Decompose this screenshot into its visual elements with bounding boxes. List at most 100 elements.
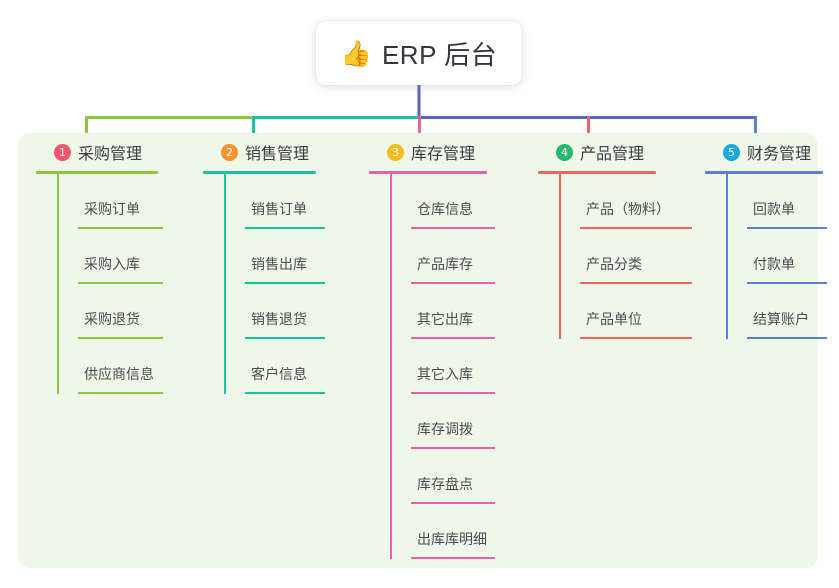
column-header-1[interactable]: 1 采购管理 [34, 133, 158, 171]
leaf-item[interactable]: 客户信息 [245, 339, 325, 394]
thumbs-up-icon: 👍 [340, 38, 372, 68]
leaf-spine [726, 174, 728, 339]
leaf-underline [747, 282, 827, 284]
column-underline [369, 171, 487, 174]
leaf-label: 销售退货 [251, 311, 307, 327]
leaf-label: 其它出库 [417, 311, 473, 327]
leaf-item[interactable]: 供应商信息 [78, 339, 163, 394]
column-header-2[interactable]: 2 销售管理 [201, 133, 316, 171]
column-badge-2: 2 [221, 143, 238, 161]
leaf-label: 付款单 [753, 256, 795, 272]
column-2: 2 销售管理销售订单销售出库销售退货客户信息 [201, 133, 325, 394]
leaf-underline [411, 557, 495, 559]
leaf-list: 产品（物料） 产品分类产品单位 [559, 174, 692, 339]
leaf-label: 客户信息 [251, 366, 307, 382]
leaf-underline [580, 282, 692, 284]
leaf-underline [411, 502, 495, 504]
column-underline [36, 171, 158, 174]
column-underline [203, 171, 316, 174]
leaf-label: 库存调拨 [417, 421, 473, 437]
leaf-underline [580, 227, 692, 229]
column-badge-1: 1 [54, 143, 71, 161]
leaf-item[interactable]: 产品库存 [411, 229, 495, 284]
leaf-underline [78, 337, 163, 339]
leaf-item[interactable]: 销售订单 [245, 174, 325, 229]
leaf-item[interactable]: 产品（物料） [580, 174, 692, 229]
leaf-item[interactable]: 销售出库 [245, 229, 325, 284]
leaf-underline [245, 392, 325, 394]
leaf-label: 供应商信息 [84, 366, 154, 382]
leaf-label: 仓库信息 [417, 201, 473, 217]
leaf-underline [747, 337, 827, 339]
column-header-5[interactable]: 5 财务管理 [703, 133, 823, 171]
column-underline [538, 171, 656, 174]
leaf-item[interactable]: 结算账户 [747, 284, 827, 339]
leaf-label: 回款单 [753, 201, 795, 217]
leaf-label: 产品单位 [586, 311, 642, 327]
column-title: 产品管理 [580, 146, 645, 163]
leaf-label: 采购入库 [84, 256, 140, 272]
leaf-underline [78, 227, 163, 229]
leaf-item[interactable]: 库存调拨 [411, 394, 495, 449]
column-title: 库存管理 [411, 146, 476, 163]
column-title: 销售管理 [245, 146, 310, 163]
leaf-underline [411, 447, 495, 449]
leaf-label: 结算账户 [753, 311, 809, 327]
leaf-label: 采购订单 [84, 201, 140, 217]
column-title: 采购管理 [78, 146, 143, 163]
leaf-underline [411, 227, 495, 229]
column-1: 1 采购管理采购订单采购入库采购退货供应商信息 [34, 133, 163, 394]
leaf-underline [78, 392, 163, 394]
leaf-item[interactable]: 仓库信息 [411, 174, 495, 229]
leaf-list: 回款单付款单结算账户 [726, 174, 827, 339]
leaf-label: 采购退货 [84, 311, 140, 327]
leaf-spine [224, 174, 226, 394]
leaf-spine [559, 174, 561, 339]
leaf-label: 产品分类 [586, 256, 642, 272]
leaf-label: 库存盘点 [417, 476, 473, 492]
column-3: 3 库存管理仓库信息产品库存其它出库其它入库库存调拨库存盘点出库库明细 [367, 133, 495, 559]
column-badge-3: 3 [387, 143, 404, 161]
leaf-underline [245, 282, 325, 284]
column-container: 1 采购管理采购订单采购入库采购退货供应商信息 2 销售管理销售订单销售出库销售退货客… [18, 133, 827, 568]
leaf-item[interactable]: 采购退货 [78, 284, 163, 339]
leaf-label: 产品（物料） [586, 201, 670, 217]
leaf-list: 采购订单采购入库采购退货供应商信息 [57, 174, 163, 394]
leaf-item[interactable]: 库存盘点 [411, 449, 495, 504]
leaf-list: 仓库信息产品库存其它出库其它入库库存调拨库存盘点出库库明细 [390, 174, 495, 559]
column-header-3[interactable]: 3 库存管理 [367, 133, 487, 171]
leaf-item[interactable]: 产品分类 [580, 229, 692, 284]
leaf-item[interactable]: 采购订单 [78, 174, 163, 229]
column-underline [705, 171, 823, 174]
root-title: ERP 后台 [381, 39, 498, 70]
leaf-item[interactable]: 其它出库 [411, 284, 495, 339]
leaf-label: 产品库存 [417, 256, 473, 272]
root-node[interactable]: 👍 ERP 后台 [316, 21, 522, 85]
leaf-item[interactable]: 出库库明细 [411, 504, 495, 559]
column-5: 5 财务管理回款单付款单结算账户 [703, 133, 827, 339]
leaf-item[interactable]: 销售退货 [245, 284, 325, 339]
column-title: 财务管理 [747, 146, 812, 163]
leaf-underline [411, 282, 495, 284]
leaf-item[interactable]: 付款单 [747, 229, 827, 284]
leaf-label: 出库库明细 [417, 531, 487, 547]
leaf-label: 其它入库 [417, 366, 473, 382]
leaf-label: 销售订单 [251, 201, 307, 217]
leaf-underline [411, 337, 495, 339]
leaf-label: 销售出库 [251, 256, 307, 272]
leaf-item[interactable]: 采购入库 [78, 229, 163, 284]
leaf-underline [580, 337, 692, 339]
content-panel [18, 133, 818, 568]
leaf-list: 销售订单销售出库销售退货客户信息 [224, 174, 325, 394]
leaf-item[interactable]: 回款单 [747, 174, 827, 229]
leaf-underline [78, 282, 163, 284]
leaf-underline [411, 392, 495, 394]
leaf-item[interactable]: 其它入库 [411, 339, 495, 394]
leaf-underline [747, 227, 827, 229]
column-badge-5: 5 [723, 143, 740, 161]
leaf-spine [390, 174, 392, 559]
leaf-item[interactable]: 产品单位 [580, 284, 692, 339]
